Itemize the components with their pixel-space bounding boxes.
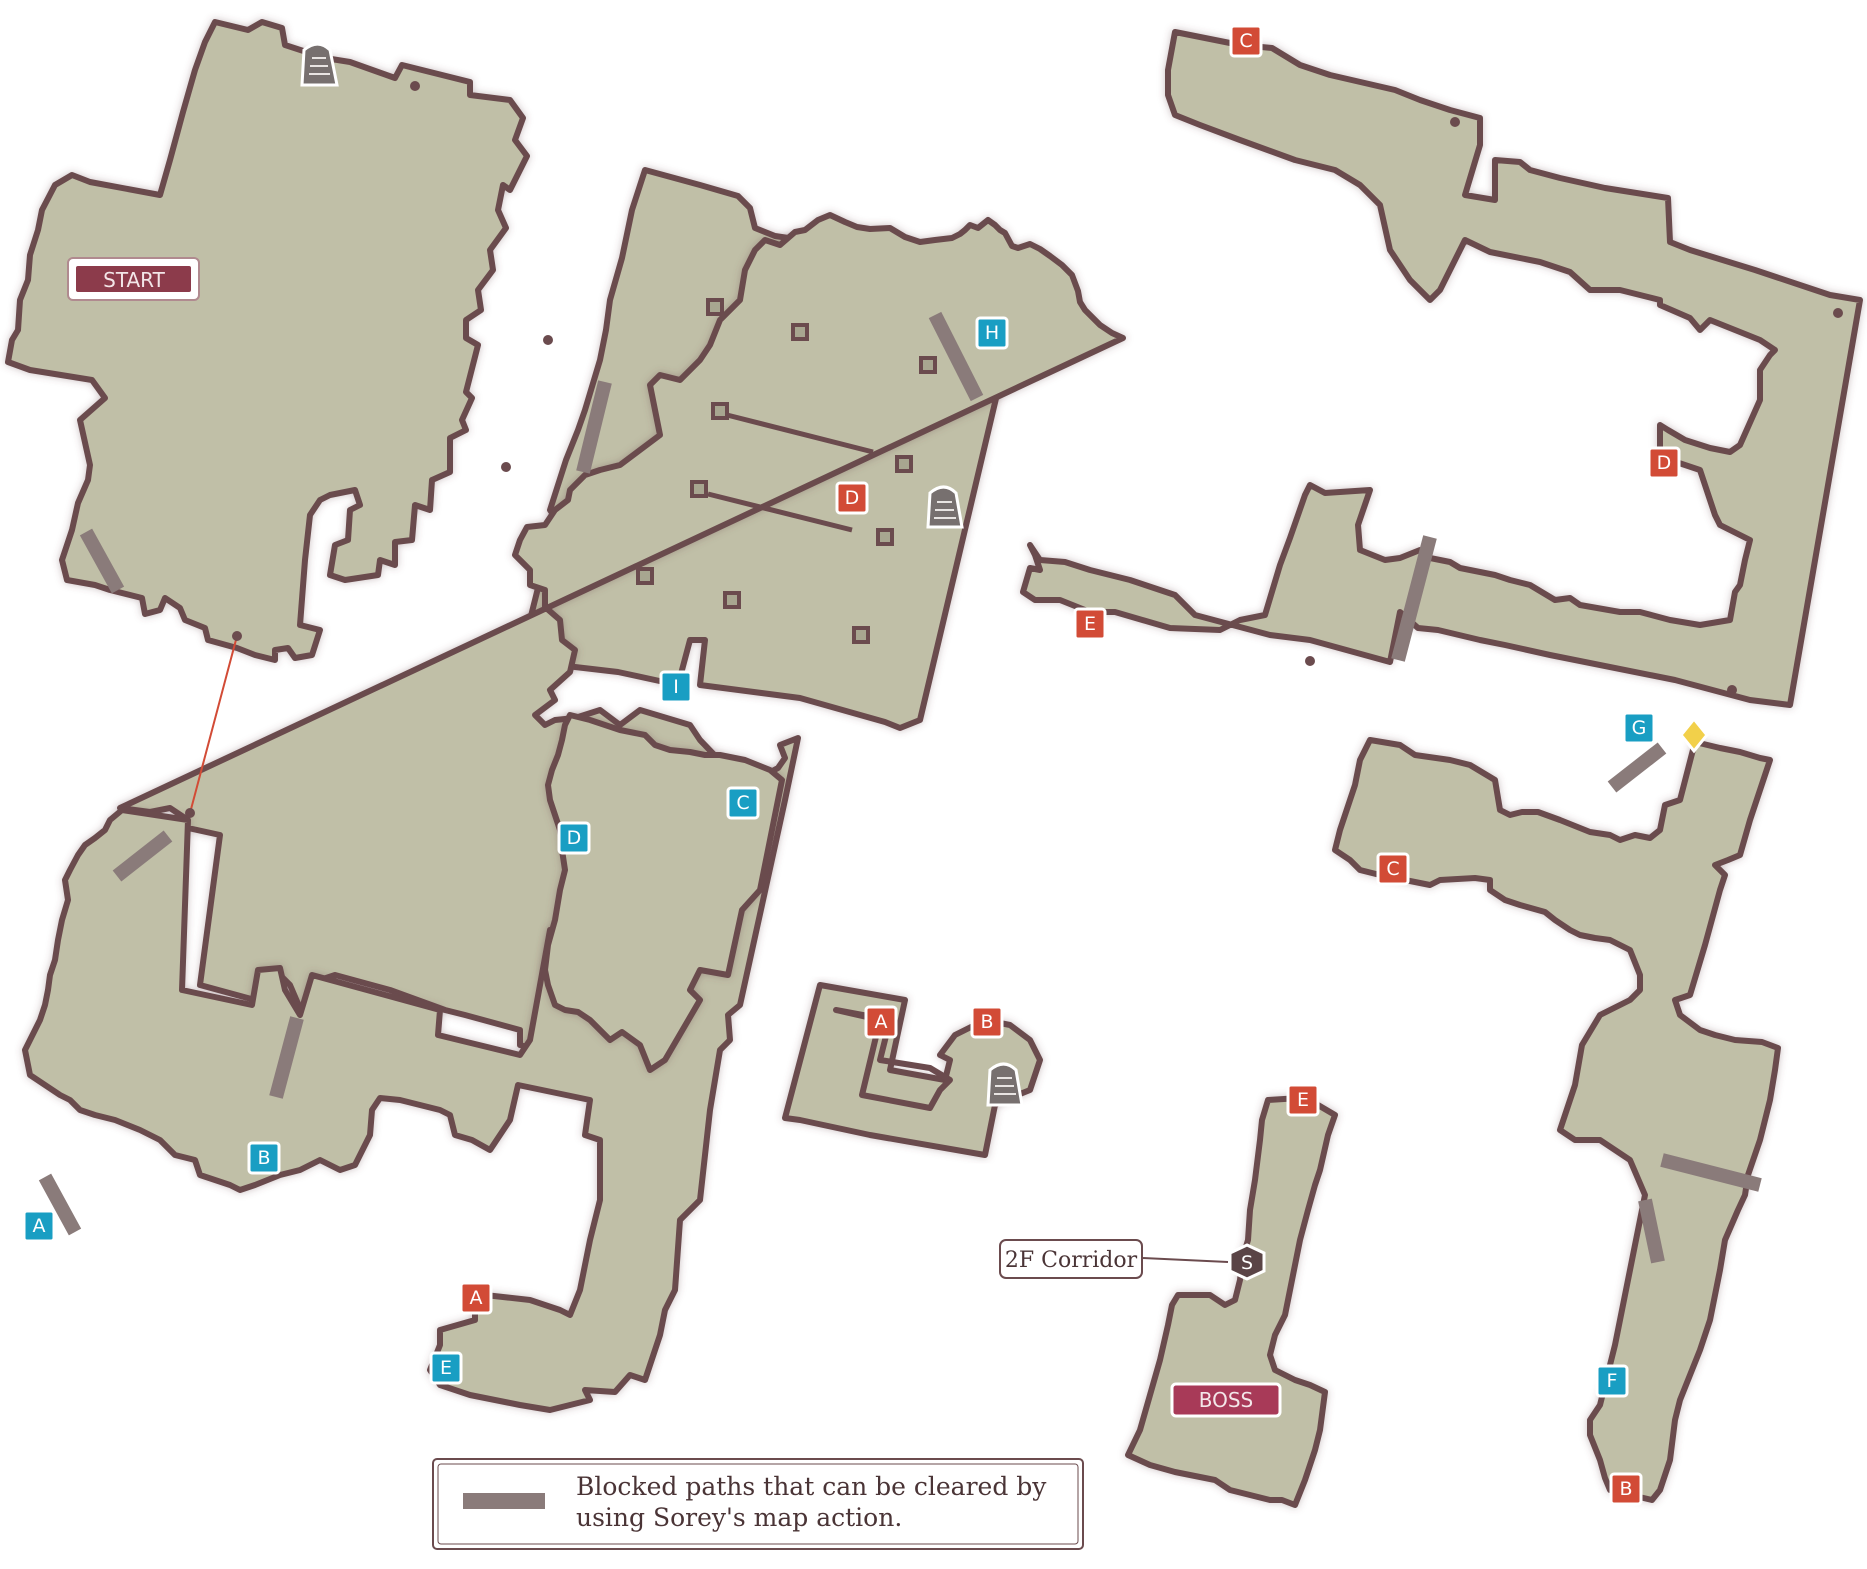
marker-red-a-top: A	[864, 1005, 898, 1039]
svg-text:B: B	[1619, 1478, 1632, 1500]
marker-blue-b: B	[247, 1141, 281, 1175]
svg-text:A: A	[470, 1287, 483, 1309]
corridor-label: 2F Corridor	[999, 1239, 1143, 1279]
legend: Blocked paths that can be cleared by usi…	[432, 1458, 1084, 1550]
blocked-paths	[38, 311, 1762, 1264]
svg-text:D: D	[567, 827, 582, 849]
marker-red-d-right: D	[1647, 446, 1681, 480]
room-southeast-wing	[1332, 737, 1781, 1503]
boss-banner: BOSS	[1170, 1382, 1282, 1418]
marker-blue-g: G	[1622, 711, 1656, 745]
pillars	[636, 298, 937, 644]
svg-text:S: S	[1241, 1252, 1253, 1274]
svg-text:B: B	[257, 1147, 270, 1169]
svg-text:D: D	[1657, 452, 1672, 474]
svg-text:C: C	[736, 792, 749, 814]
svg-text:F: F	[1607, 1370, 1618, 1392]
svg-text:D: D	[845, 487, 860, 509]
room-start-hall	[5, 19, 530, 663]
svg-text:2F Corridor: 2F Corridor	[1005, 1248, 1138, 1273]
marker-red-d-middle: D	[835, 481, 869, 515]
marker-blue-d: D	[557, 821, 591, 855]
svg-text:C: C	[1386, 858, 1399, 880]
marker-blue-a: A	[22, 1209, 56, 1243]
marker-blue-i: I	[659, 670, 693, 704]
marker-red-c-lower: C	[1376, 852, 1410, 886]
svg-text:A: A	[875, 1011, 888, 1033]
marker-blue-e: E	[429, 1351, 463, 1385]
marker-blue-h: H	[975, 316, 1009, 350]
corridor-callout-line	[1141, 1257, 1229, 1263]
marker-blue-c: C	[726, 786, 760, 820]
room-east-tower	[542, 712, 785, 1073]
svg-text:E: E	[1084, 613, 1096, 635]
svg-text:C: C	[1239, 30, 1252, 52]
svg-text:START: START	[103, 268, 165, 292]
svg-text:H: H	[985, 322, 999, 344]
marker-red-e-corridor: E	[1286, 1083, 1320, 1117]
start-banner: START	[67, 257, 200, 301]
svg-text:I: I	[673, 676, 679, 698]
floor-dots	[410, 81, 1843, 695]
marker-red-b-top: B	[970, 1005, 1004, 1039]
svg-text:A: A	[33, 1215, 46, 1237]
star-icon	[1679, 716, 1709, 754]
room-lower-left-complex	[117, 212, 1126, 1063]
legend-blocked-swatch	[463, 1493, 545, 1509]
marker-red-b-bottom: B	[1609, 1472, 1643, 1506]
marker-red-a-left: A	[459, 1281, 493, 1315]
legend-line-2: using Sorey's map action.	[576, 1503, 902, 1532]
legend-line-1: Blocked paths that can be cleared by	[576, 1472, 1047, 1501]
svg-text:E: E	[1297, 1089, 1309, 1111]
connector-line	[189, 635, 238, 814]
svg-text:BOSS: BOSS	[1199, 1388, 1254, 1412]
marker-red-c-top: C	[1229, 24, 1263, 58]
room-boss-area	[1125, 1095, 1338, 1508]
save-point-icon: S	[1228, 1243, 1266, 1281]
room-tomb-annex-hole	[833, 1007, 953, 1111]
marker-blue-f: F	[1595, 1364, 1629, 1398]
tombstone-icon	[300, 42, 339, 87]
svg-text:E: E	[440, 1357, 452, 1379]
tombstone-icon	[986, 1062, 1024, 1107]
room-north-corridor	[1020, 29, 1863, 708]
tombstone-icon	[926, 485, 964, 529]
svg-text:B: B	[980, 1011, 993, 1033]
wall-slits	[707, 412, 874, 533]
marker-red-e-mid: E	[1073, 607, 1107, 641]
svg-text:G: G	[1632, 717, 1647, 739]
